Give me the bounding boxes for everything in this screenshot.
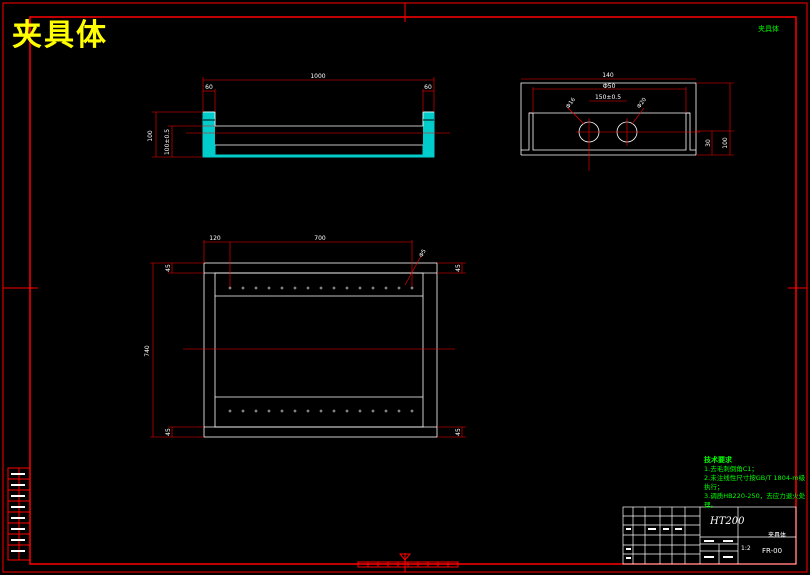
hole-row-top <box>228 286 414 290</box>
side-dim-hole-right: Ф20 <box>636 96 648 109</box>
scale-strip <box>357 561 459 568</box>
drawing-title: 夹具体 <box>12 18 108 53</box>
tech-req-line: 2.未注线性尺寸按GB/T 1804-m级执行； <box>704 474 806 491</box>
dim-height: 100 <box>147 130 154 142</box>
top-dim-length: 740 <box>144 345 151 357</box>
front-view: 1000 60 60 100 100±0.5 <box>147 73 450 158</box>
side-dim-base: 30 <box>705 139 712 147</box>
dim-right-flange: 60 <box>424 84 432 91</box>
inner-border <box>29 16 797 565</box>
title-block-part-name: 夹具体 <box>768 532 787 539</box>
top-dim-bottom-left: 45 <box>165 428 172 436</box>
title-block-scale: 1:2 <box>741 545 751 552</box>
tech-req-line: 3.调质HB220-250，去应力退火处理。 <box>704 492 806 509</box>
top-view: 120 700 740 45 45 45 45 Ф5 <box>144 235 466 438</box>
top-dim-top-left: 45 <box>165 264 172 272</box>
corner-note: 夹具体 <box>758 25 779 33</box>
side-dim-center: 150±0.5 <box>595 94 621 101</box>
left-revision-block <box>7 467 31 561</box>
side-dim-inner: Ф50 <box>603 83 616 90</box>
hole-row-bottom <box>228 409 414 413</box>
dim-left-flange: 60 <box>205 84 213 91</box>
side-dim-width: 140 <box>602 72 614 79</box>
top-dim-bottom-right: 45 <box>455 428 462 436</box>
title-block <box>622 506 797 565</box>
title-block-material: HT200 <box>710 516 745 527</box>
side-dim-hole-left: Ф16 <box>565 96 577 109</box>
title-block-drawing-no: FR-00 <box>762 547 783 555</box>
side-view: 140 Ф50 150±0.5 Ф16 Ф20 30 100 <box>520 72 734 171</box>
orientation-mark <box>398 553 412 561</box>
side-dim-height: 100 <box>722 137 729 149</box>
top-dim-top-right: 45 <box>455 264 462 272</box>
top-dim-span: 700 <box>314 235 326 242</box>
tech-req-line: 1.去毛刺倒角C1； <box>704 465 758 473</box>
dim-total-width: 1000 <box>310 73 325 80</box>
top-dim-offset: 120 <box>209 235 221 242</box>
dim-depth: 100±0.5 <box>164 129 171 155</box>
technical-requirements: 技术要求 1.去毛刺倒角C1； 2.未注线性尺寸按GB/T 1804-m级执行；… <box>704 456 810 510</box>
tech-req-heading: 技术要求 <box>704 456 732 464</box>
top-dim-hole-note: Ф5 <box>418 248 428 259</box>
